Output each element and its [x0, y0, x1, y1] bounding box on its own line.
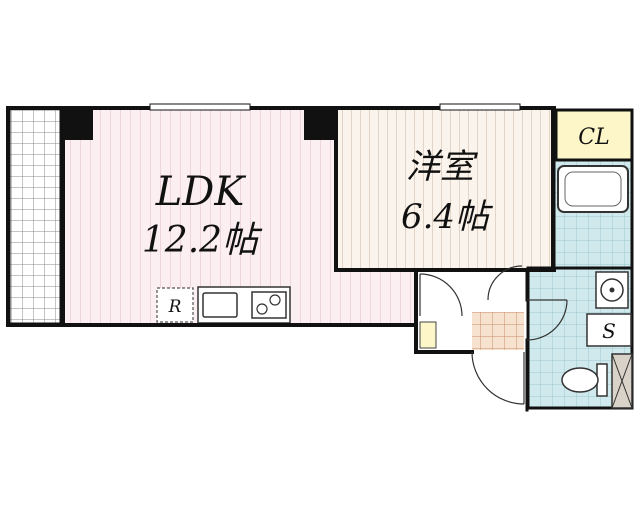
closet-label: CL: [578, 125, 609, 150]
western-room-floor: [338, 108, 552, 270]
shoe-cabinet: [419, 321, 437, 349]
western-room-name: 洋室: [406, 147, 479, 187]
pipe-space-x2: [611, 353, 633, 409]
stove: [251, 291, 287, 319]
storage: [586, 313, 632, 347]
burner-2: [269, 294, 281, 306]
burner-1: [256, 303, 268, 315]
ldk-name: LDK: [155, 169, 247, 215]
fridge-space: [156, 287, 194, 323]
western-room-size: 6.4帖: [401, 197, 494, 237]
kitchen-sink: [202, 292, 238, 318]
door-swings: [419, 265, 568, 405]
balcony: [7, 106, 63, 326]
fridge-label: R: [168, 297, 182, 317]
column-2: [304, 106, 336, 140]
windows: [149, 103, 521, 111]
basin-drain: [609, 287, 615, 293]
bathtub-inner: [564, 171, 622, 207]
toilet-bowl: [561, 367, 599, 393]
ldk-size: 12.2帖: [142, 220, 263, 261]
entrance-tiles: [472, 312, 524, 350]
storage-label: S: [602, 319, 616, 343]
column-1: [63, 106, 93, 140]
